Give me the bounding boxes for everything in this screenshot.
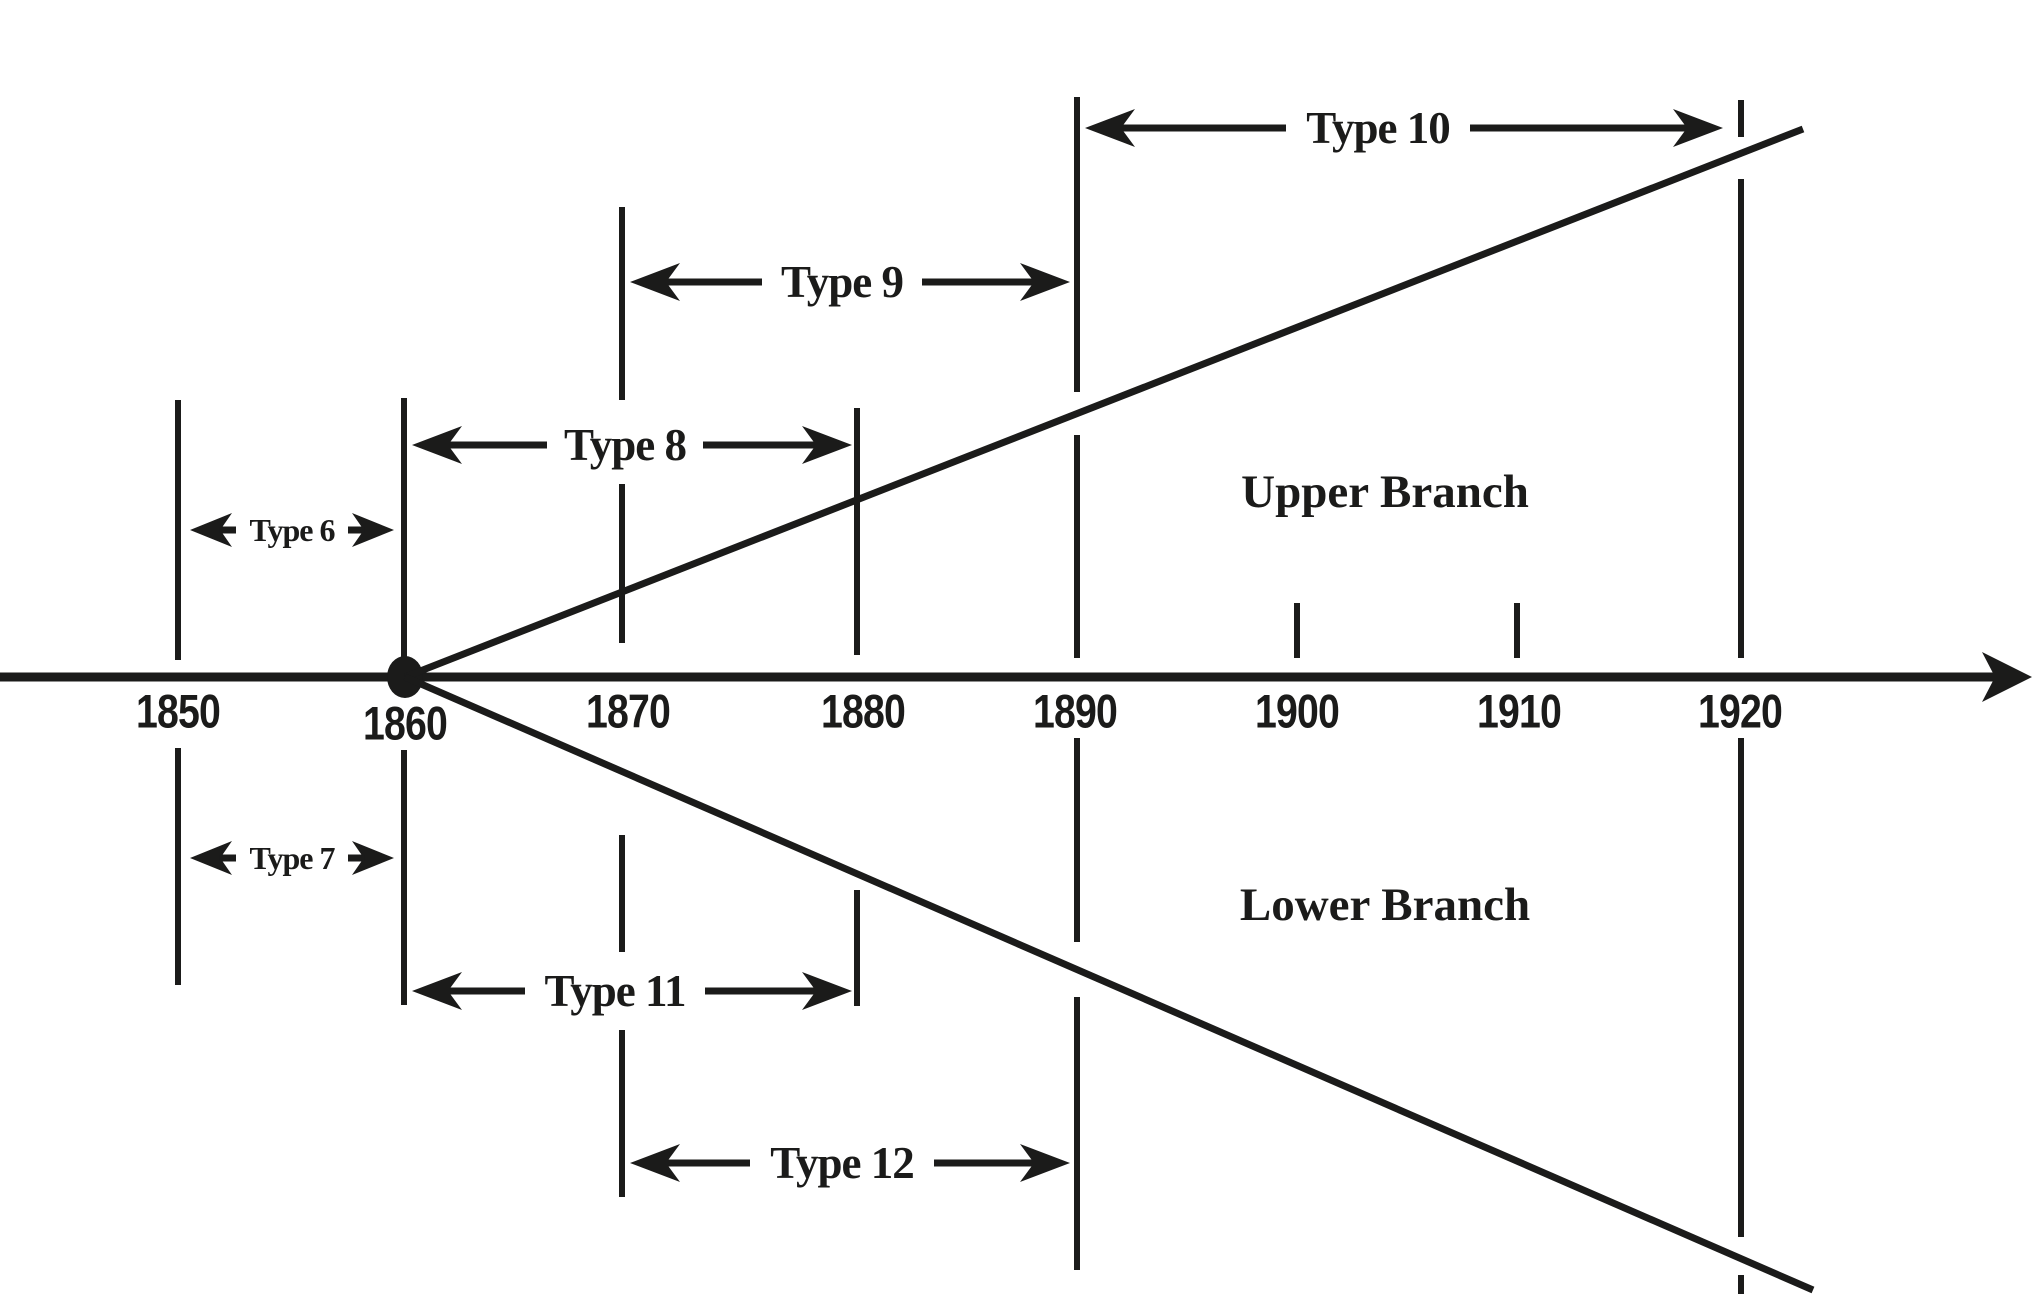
type-9-arrow: Type 9: [630, 257, 1070, 307]
time-axis: [0, 652, 2032, 702]
arrowhead-left-icon: [190, 841, 232, 875]
arrowhead-right-icon: [802, 426, 852, 464]
type-9-label: Type 9: [781, 257, 903, 307]
year-label-1: 1860: [363, 697, 447, 750]
year-label-2: 1870: [586, 685, 670, 738]
range-arrows: Type 6 Type 7 Type 8 Type 9 Type 10 Type 11 Ty…: [190, 103, 1723, 1188]
upper-branch-label: Upper Branch: [1241, 466, 1529, 518]
type-12-arrow: Type 12: [630, 1138, 1070, 1188]
text-labels: 1850 1860 1870 1880 1890 1900 1910 1920: [136, 685, 1783, 750]
year-label-5: 1900: [1255, 685, 1339, 738]
lower-branch-label: Lower Branch: [1240, 879, 1530, 931]
type-12-label: Type 12: [770, 1138, 913, 1188]
arrowhead-left-icon: [1085, 109, 1135, 147]
year-label-4: 1890: [1033, 685, 1117, 738]
year-label-0: 1850: [136, 685, 220, 738]
arrowhead-left-icon: [630, 263, 680, 301]
year-label-7: 1920: [1698, 685, 1782, 738]
arrowhead-right-icon: [1020, 263, 1070, 301]
type-10-label: Type 10: [1306, 103, 1449, 153]
type-11-arrow: Type 11: [412, 966, 852, 1016]
year-gridlines: [175, 97, 1744, 1294]
type-8-label: Type 8: [564, 420, 686, 470]
arrowhead-left-icon: [412, 972, 462, 1010]
type-10-arrow: Type 10: [1085, 103, 1723, 153]
type-7-arrow: Type 7: [190, 840, 394, 876]
arrowhead-left-icon: [412, 426, 462, 464]
type-6-label: Type 6: [250, 512, 336, 548]
arrowhead-right-icon: [352, 513, 394, 547]
type-6-arrow: Type 6: [190, 512, 394, 548]
upper-branch-line: [403, 125, 1805, 681]
arrowhead-left-icon: [630, 1144, 680, 1182]
lower-branch-line: [403, 673, 1815, 1294]
type-11-label: Type 11: [545, 966, 686, 1016]
axis-arrowhead-right-icon: [1982, 652, 2032, 702]
arrowhead-left-icon: [190, 513, 232, 547]
year-label-3: 1880: [821, 685, 905, 738]
type-8-arrow: Type 8: [412, 420, 852, 470]
arrowhead-right-icon: [1673, 109, 1723, 147]
arrowhead-right-icon: [1020, 1144, 1070, 1182]
year-label-6: 1910: [1477, 685, 1561, 738]
type-7-label: Type 7: [250, 840, 336, 876]
arrowhead-right-icon: [802, 972, 852, 1010]
arrowhead-right-icon: [352, 841, 394, 875]
